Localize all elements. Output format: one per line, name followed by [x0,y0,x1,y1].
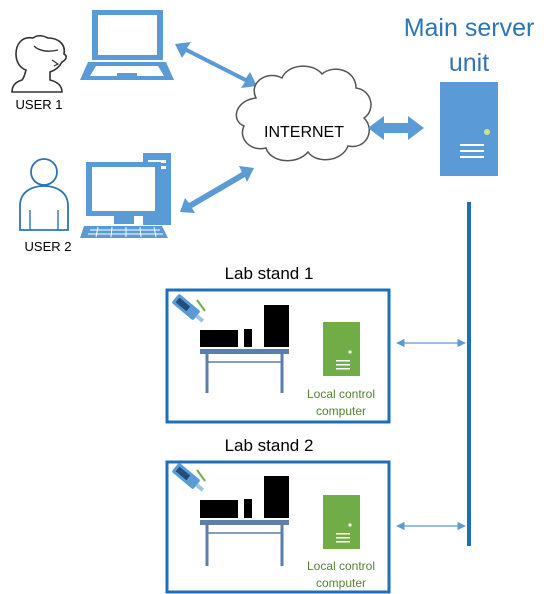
server-label-line2: unit [449,49,489,77]
person-user-icon [19,158,69,231]
internet-label: INTERNET [264,124,344,141]
connection-arrow-user1-internet [175,42,257,88]
lab-stand-1-title: Lab stand 1 [225,264,314,283]
cloud-icon [235,65,372,162]
lab-stand-2-title: Lab stand 2 [225,436,314,455]
local-computer-2-label-line1: Local control [307,559,375,573]
local-control-computer-2-icon [323,495,360,549]
lab-stand-2-equipment-icon [172,463,289,566]
local-computer-2-label-line2: computer [316,576,366,590]
server-tower-icon [440,82,498,176]
woman-user-icon [11,34,67,93]
local-control-computer-1-icon [323,322,360,376]
laptop-icon [80,10,174,80]
local-computer-1-label-line2: computer [316,404,366,418]
server-label-line1: Main server [404,14,535,42]
desktop-computer-icon [80,153,171,238]
local-computer-1-label-line1: Local control [307,387,375,401]
connection-arrow-user2-internet [180,166,254,213]
lab-stand-1-equipment-icon [172,294,289,393]
user-2-label: USER 2 [25,239,72,254]
connection-arrow-internet-server [368,116,424,140]
user-1-label: USER 1 [16,97,63,112]
